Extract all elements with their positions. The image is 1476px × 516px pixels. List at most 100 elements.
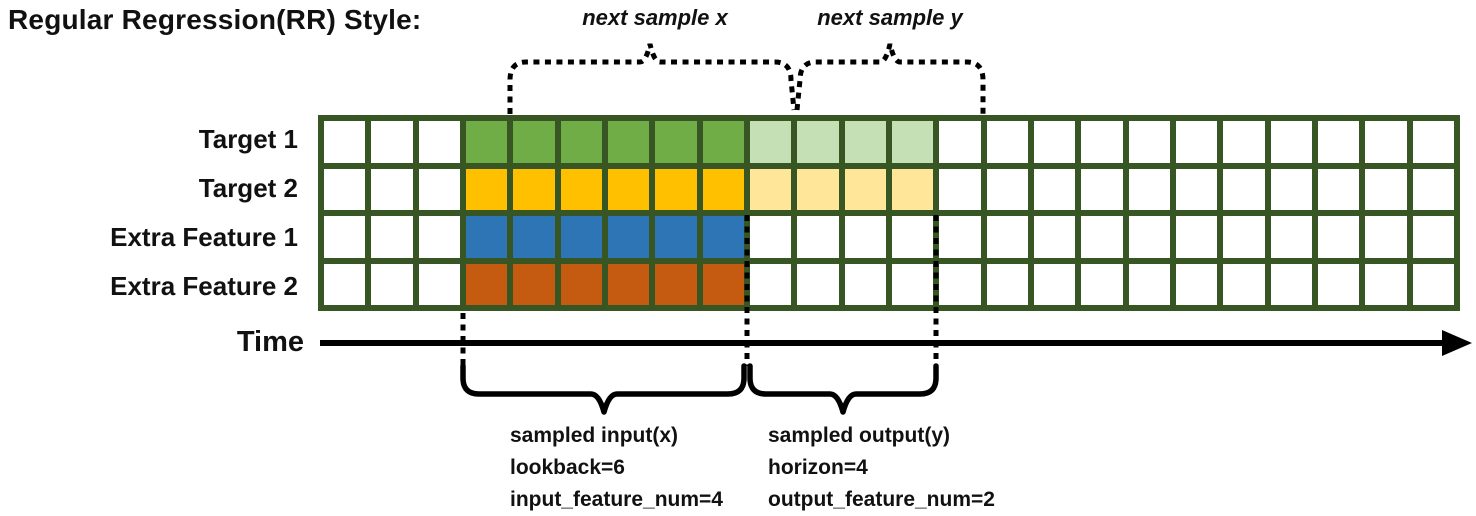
grid-cell <box>324 216 366 258</box>
grid-cell <box>702 121 744 163</box>
grid-cell <box>844 121 886 163</box>
grid-cell <box>986 216 1028 258</box>
grid-cell <box>1081 121 1123 163</box>
grid-cell <box>607 263 650 305</box>
grid-cell <box>749 216 792 258</box>
grid-cell <box>1270 168 1312 210</box>
grid-cell <box>324 168 366 210</box>
grid-cell <box>1317 168 1360 210</box>
sampled-input-note: sampled input(x) lookback=6 input_featur… <box>510 420 723 516</box>
grid-cell <box>1033 263 1076 305</box>
grid-cell <box>797 263 839 305</box>
grid-cell <box>1317 216 1360 258</box>
grid-cell <box>560 216 602 258</box>
grid-cell <box>371 168 413 210</box>
sampled-output-note: sampled output(y) horizon=4 output_featu… <box>768 420 995 516</box>
grid-cell <box>749 168 792 210</box>
grid-cell <box>797 168 839 210</box>
grid-cell <box>418 216 460 258</box>
diagram-title: Regular Regression(RR) Style: <box>8 4 422 35</box>
grid-cell <box>1270 263 1312 305</box>
grid-cell <box>1270 216 1312 258</box>
row-label-extra-feature-2: Extra Feature 2 <box>110 271 298 301</box>
grid-cell <box>371 216 413 258</box>
grid-cell <box>1223 121 1265 163</box>
row-label-target-2: Target 2 <box>198 173 298 203</box>
time-axis-label: Time <box>236 326 304 358</box>
grid-cell <box>324 263 366 305</box>
grid-cell <box>1223 216 1265 258</box>
grid-cell <box>1223 168 1265 210</box>
timeseries-grid <box>318 115 1460 311</box>
horizon-param: horizon=4 <box>768 456 868 479</box>
grid-cell <box>1317 121 1360 163</box>
grid-cell <box>607 216 650 258</box>
grid-cell <box>1317 263 1360 305</box>
grid-cell <box>513 168 555 210</box>
lookback-param: lookback=6 <box>510 456 625 479</box>
grid-cell <box>1365 168 1407 210</box>
grid-cell <box>513 263 555 305</box>
grid-cell <box>1365 263 1407 305</box>
grid-cell <box>702 216 744 258</box>
next-sample-x-brace <box>507 43 797 114</box>
grid-cell <box>797 216 839 258</box>
grid-cell <box>465 216 508 258</box>
grid-cell <box>1128 216 1170 258</box>
grid-cell <box>655 168 697 210</box>
grid-cell <box>371 121 413 163</box>
output-feature-num-param: output_feature_num=2 <box>768 488 995 511</box>
grid-cell <box>986 263 1028 305</box>
grid-cell <box>1033 168 1076 210</box>
grid-cell <box>1081 216 1123 258</box>
grid-cell <box>939 216 981 258</box>
grid-cell <box>939 263 981 305</box>
grid-cell <box>844 263 886 305</box>
grid-cell <box>655 263 697 305</box>
grid-cell <box>1412 121 1454 163</box>
sampled-input-brace <box>460 363 747 415</box>
input-feature-num-param: input_feature_num=4 <box>510 488 723 511</box>
grid-cell <box>1365 216 1407 258</box>
grid-cell <box>1033 121 1076 163</box>
grid-cell <box>702 263 744 305</box>
grid-cell <box>655 121 697 163</box>
grid-cell <box>749 263 792 305</box>
grid-cell <box>655 216 697 258</box>
grid-cell <box>1081 263 1123 305</box>
grid-cell <box>1175 263 1218 305</box>
grid-cell <box>1223 263 1265 305</box>
grid-cell <box>986 168 1028 210</box>
grid-cell <box>465 263 508 305</box>
grid-cell <box>1412 263 1454 305</box>
grid-cell <box>891 121 934 163</box>
grid-cell <box>607 168 650 210</box>
grid-cell <box>1175 168 1218 210</box>
grid-cell <box>891 216 934 258</box>
grid-cell <box>1175 216 1218 258</box>
sampled-input-title: sampled input(x) <box>510 424 679 447</box>
next-sample-y-brace <box>794 43 986 114</box>
grid-cell <box>1412 168 1454 210</box>
grid-cell <box>418 263 460 305</box>
row-label-extra-feature-1: Extra Feature 1 <box>110 222 298 252</box>
grid-cell <box>560 168 602 210</box>
row-labels: Target 1 Target 2 Extra Feature 1 Extra … <box>0 115 308 311</box>
grid-cell <box>560 121 602 163</box>
grid-cell <box>1128 121 1170 163</box>
next-sample-y-label: next sample y <box>817 5 963 30</box>
grid-cell <box>939 168 981 210</box>
grid-cell <box>844 168 886 210</box>
grid-cell <box>418 168 460 210</box>
next-sample-x-label: next sample x <box>582 5 728 30</box>
grid-cell <box>324 121 366 163</box>
grid-cell <box>371 263 413 305</box>
sampled-output-brace <box>747 363 939 415</box>
grid-cell <box>513 216 555 258</box>
grid-cell <box>844 216 886 258</box>
grid-cell <box>702 168 744 210</box>
grid-cell <box>1033 216 1076 258</box>
grid-cell <box>1128 263 1170 305</box>
grid-cell <box>1081 168 1123 210</box>
